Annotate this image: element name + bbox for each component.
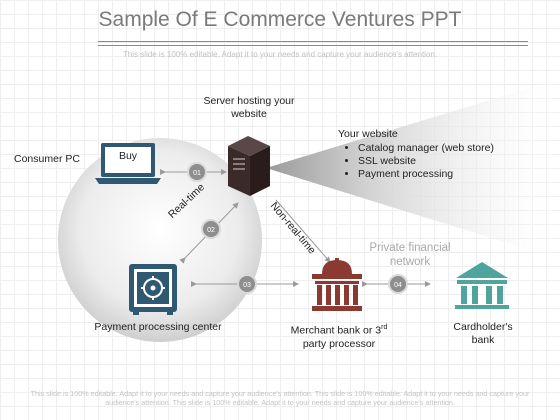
step-badge-01: 01 (187, 162, 207, 182)
merchant-bank-label: Merchant bank or 3rd party processor (290, 324, 388, 350)
step-badge-02: 02 (201, 219, 221, 239)
payment-center-label: Payment processing center (94, 321, 222, 333)
page-title: Sample Of E Commerce Ventures PPT (98, 8, 462, 31)
website-spotlight-cone (266, 80, 556, 258)
website-details: Your website Catalog manager (web store)… (338, 128, 518, 181)
website-feature-list: Catalog manager (web store) SSL website … (338, 142, 518, 181)
safe-icon (129, 264, 177, 315)
cardholder-bank-icon (455, 262, 509, 309)
step-badge-03: 03 (237, 274, 257, 294)
server-tower-icon (228, 136, 270, 196)
page-subtitle: This slide is 100% editable. Adapt it to… (122, 50, 438, 59)
buy-label: Buy (118, 150, 138, 162)
merchant-bank-icon (312, 258, 362, 311)
step-badge-04: 04 (388, 274, 408, 294)
website-feature-item: Payment processing (358, 168, 518, 181)
title-divider-top (98, 41, 528, 42)
website-feature-item: Catalog manager (web store) (358, 142, 518, 155)
server-label: Server hosting your website (203, 95, 295, 120)
private-network-label: Private financial network (369, 242, 451, 268)
consumer-pc-label: Consumer PC (14, 153, 80, 165)
page-footer: This slide is 100% editable. Adapt it to… (30, 389, 530, 407)
laptop-icon (95, 143, 161, 184)
connector-nonrealtime (275, 199, 331, 263)
title-divider-bottom (98, 45, 528, 46)
cardholder-bank-label: Cardholder's bank (453, 321, 513, 346)
consumer-zone-circle (58, 138, 262, 342)
website-heading: Your website (338, 128, 398, 140)
website-feature-item: SSL website (358, 155, 518, 168)
